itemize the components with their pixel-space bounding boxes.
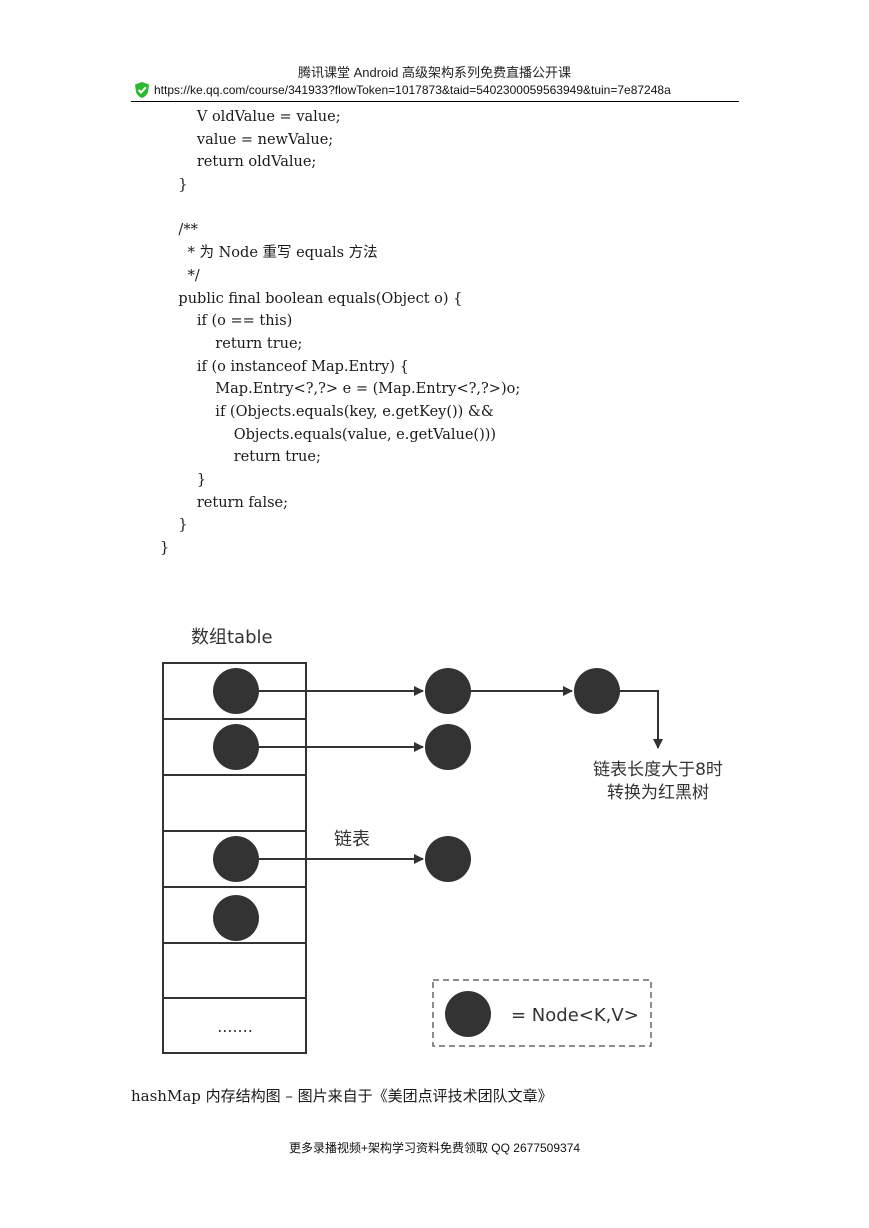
bucket-node-3 xyxy=(213,836,259,882)
code-line: if (Objects.equals(key, e.getKey()) && xyxy=(160,403,494,420)
figure-caption: hashMap 内存结构图 – 图片来自于《美团点评技术团队文章》 xyxy=(131,1087,553,1105)
bucket-node-0 xyxy=(213,668,259,714)
code-line: public final boolean equals(Object o) { xyxy=(160,290,463,307)
code-line: return oldValue; xyxy=(160,154,317,171)
code-line: value = newValue; xyxy=(160,131,334,148)
header-link-row: https://ke.qq.com/course/341933?flowToke… xyxy=(133,80,671,100)
code-line: } xyxy=(160,540,170,557)
footer-text: 更多录播视频+架构学习资料免费领取 QQ 2677509374 xyxy=(288,1141,581,1155)
code-line: if (o instanceof Map.Entry) { xyxy=(160,358,409,375)
tree-note-line2: 转换为红黑树 xyxy=(607,783,709,803)
legend-label: = Node<K,V> xyxy=(511,1005,639,1026)
code-line: V oldValue = value; xyxy=(160,109,341,125)
code-line: /** xyxy=(160,222,198,239)
legend-box xyxy=(432,979,652,1047)
legend-node-icon xyxy=(445,991,491,1037)
code-line: } xyxy=(160,517,188,534)
code-line: if (o == this) xyxy=(160,313,293,330)
list-node-0-2 xyxy=(574,668,620,714)
shield-check-icon xyxy=(135,82,149,98)
code-line: * 为 Node 重写 equals 方法 xyxy=(160,245,378,262)
code-line: } xyxy=(160,177,188,194)
code-block: V oldValue = value; value = newValue; re… xyxy=(160,106,800,560)
header-divider xyxy=(131,101,739,102)
header-title: 腾讯课堂 Android 高级架构系列免费直播公开课 xyxy=(297,65,572,80)
header-url-link[interactable]: https://ke.qq.com/course/341933?flowToke… xyxy=(154,83,671,97)
table-label: 数组table xyxy=(191,627,273,648)
code-line: return true; xyxy=(160,449,321,466)
code-line: Objects.equals(value, e.getValue())) xyxy=(160,426,497,443)
code-line: } xyxy=(160,472,207,488)
tree-note-line1: 链表长度大于8时 xyxy=(593,760,723,780)
code-line: return true; xyxy=(160,335,303,352)
list-label: 链表 xyxy=(334,829,370,850)
list-node-1-1 xyxy=(425,724,471,770)
code-line: */ xyxy=(160,267,200,284)
arrow-to-tree xyxy=(620,690,663,749)
bucket-node-4 xyxy=(213,895,259,941)
list-node-3-1 xyxy=(425,836,471,882)
code-line: Map.Entry<?,?> e = (Map.Entry<?,?>)o; xyxy=(160,381,521,398)
table-ellipsis: ....... xyxy=(217,1017,253,1036)
code-line: return false; xyxy=(160,494,288,511)
hashmap-diagram: 数组table ....... 链表 链表长度大于8时 转换为红黑树 = Nod… xyxy=(162,627,723,1054)
code-line xyxy=(160,197,800,220)
bucket-node-1 xyxy=(213,724,259,770)
list-node-0-1 xyxy=(425,668,471,714)
